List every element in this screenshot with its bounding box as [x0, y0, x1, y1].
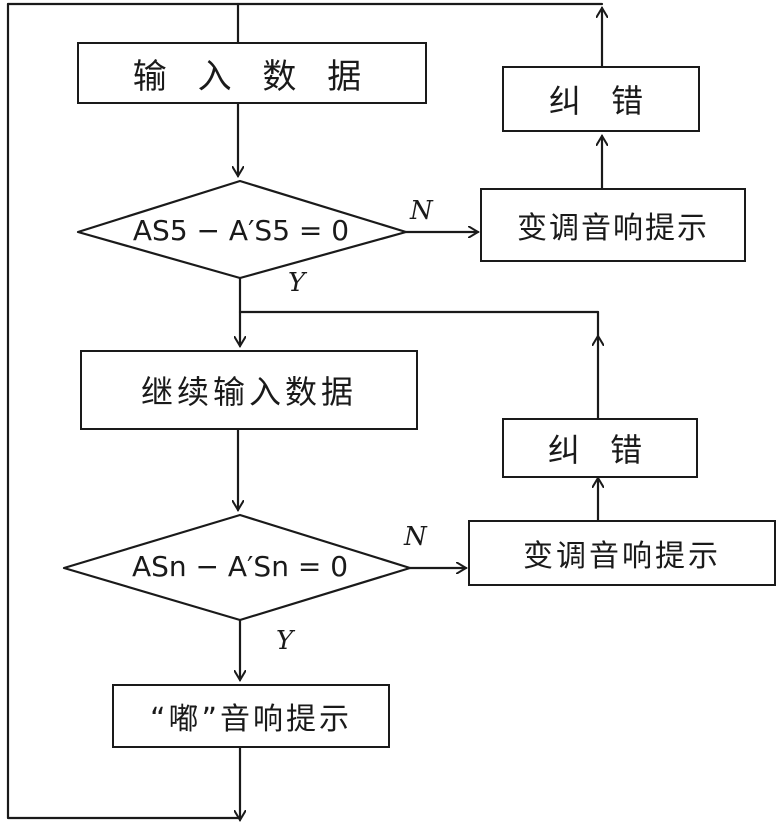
- input-data-box: 输 入 数 据: [77, 42, 427, 104]
- prompt-box-2: 变调音响提示: [468, 520, 776, 586]
- decision-text-2: ASn − A′Sn = 0: [131, 550, 349, 583]
- beep-prompt-box: “嘟”音响提示: [112, 684, 390, 748]
- correct-label-1: 纠 错: [548, 82, 654, 120]
- continue-input-box: 继续输入数据: [80, 350, 418, 430]
- prompt-label-1: 变调音响提示: [517, 211, 709, 246]
- branch-no-label-2: N: [404, 522, 427, 552]
- loop-return-line: [6, 2, 240, 820]
- continue-input-label: 继续输入数据: [140, 373, 357, 411]
- branch-yes-label-1: Y: [288, 268, 306, 298]
- correct-box-2: 纠 错: [502, 418, 698, 478]
- branch-no-label-1: N: [410, 196, 433, 226]
- prompt-label-2: 变调音响提示: [523, 539, 721, 574]
- prompt-box-1: 变调音响提示: [480, 188, 746, 262]
- input-data-label: 输 入 数 据: [132, 56, 372, 97]
- decision-text-1: AS5 − A′S5 = 0: [132, 214, 350, 247]
- branch-yes-label-2: Y: [276, 626, 294, 656]
- correct-label-2: 纠 错: [547, 431, 653, 469]
- beep-prompt-label: “嘟”音响提示: [149, 702, 353, 737]
- correct-box-1: 纠 错: [502, 66, 700, 132]
